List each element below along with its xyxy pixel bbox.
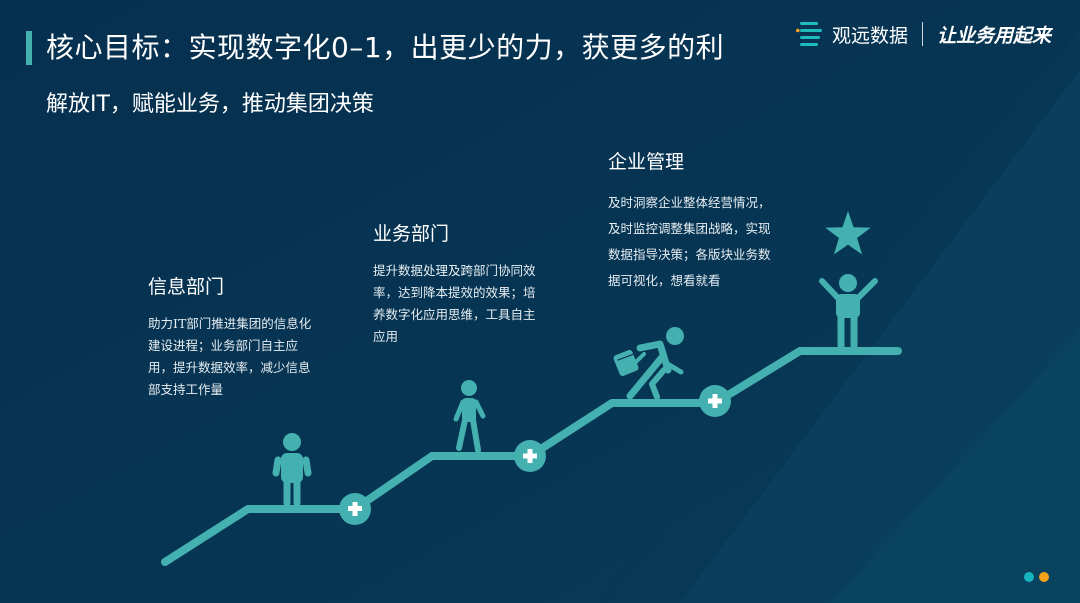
page-title: 核心目标：实现数字化0–1，出更少的力，获更多的利	[46, 31, 725, 64]
stage-description: 提升数据处理及跨部门协同效率，达到降本提效的效果；培养数字化应用思维，工具自主应…	[373, 263, 536, 344]
pager-dot-teal[interactable]	[1024, 572, 1034, 582]
plus-icon	[514, 440, 546, 472]
plus-icon	[699, 385, 731, 417]
title-accent-bar	[26, 31, 32, 65]
star-icon	[825, 211, 871, 255]
stage-enterprise-mgmt: 企业管理 及时洞察企业整体经营情况，及时监控调整集团战略，实现数据指导决策；各版…	[608, 148, 780, 294]
plus-icon	[339, 493, 371, 525]
brand-name: 观远数据	[832, 24, 909, 47]
standing-person-icon	[272, 433, 312, 507]
stage-description: 及时洞察企业整体经营情况，及时监控调整集团战略，实现数据指导决策；各版块业务数据…	[608, 195, 771, 288]
stage-title: 业务部门	[373, 223, 450, 245]
celebrating-person-icon	[819, 274, 878, 350]
brand-slogan: 让业务用起来	[937, 24, 1052, 47]
running-businessman-icon	[613, 327, 684, 400]
page-subtitle: 解放IT，赋能业务，推动集团决策	[46, 92, 374, 117]
stage-info-dept: 信息部门 助力IT部门推进集团的信息化建设进程；业务部门自主应用，提升数据效率，…	[148, 273, 320, 401]
stage-business-dept: 业务部门 提升数据处理及跨部门协同效率，达到降本提效的效果；培养数字化应用思维，…	[373, 220, 545, 348]
stacked-lines-logo-icon	[796, 22, 822, 46]
stage-description: 助力IT部门推进集团的信息化建设进程；业务部门自主应用，提升数据效率，减少信息部…	[148, 316, 312, 397]
stage-title: 企业管理	[608, 151, 685, 173]
walking-person-icon	[453, 380, 486, 453]
brand-logo: 观远数据 让业务用起来	[796, 18, 1051, 50]
slide-pager	[1024, 572, 1049, 582]
logo-divider	[922, 22, 924, 46]
diagonal-band	[830, 330, 1080, 603]
pager-dot-orange[interactable]	[1039, 572, 1049, 582]
stage-title: 信息部门	[148, 276, 225, 298]
